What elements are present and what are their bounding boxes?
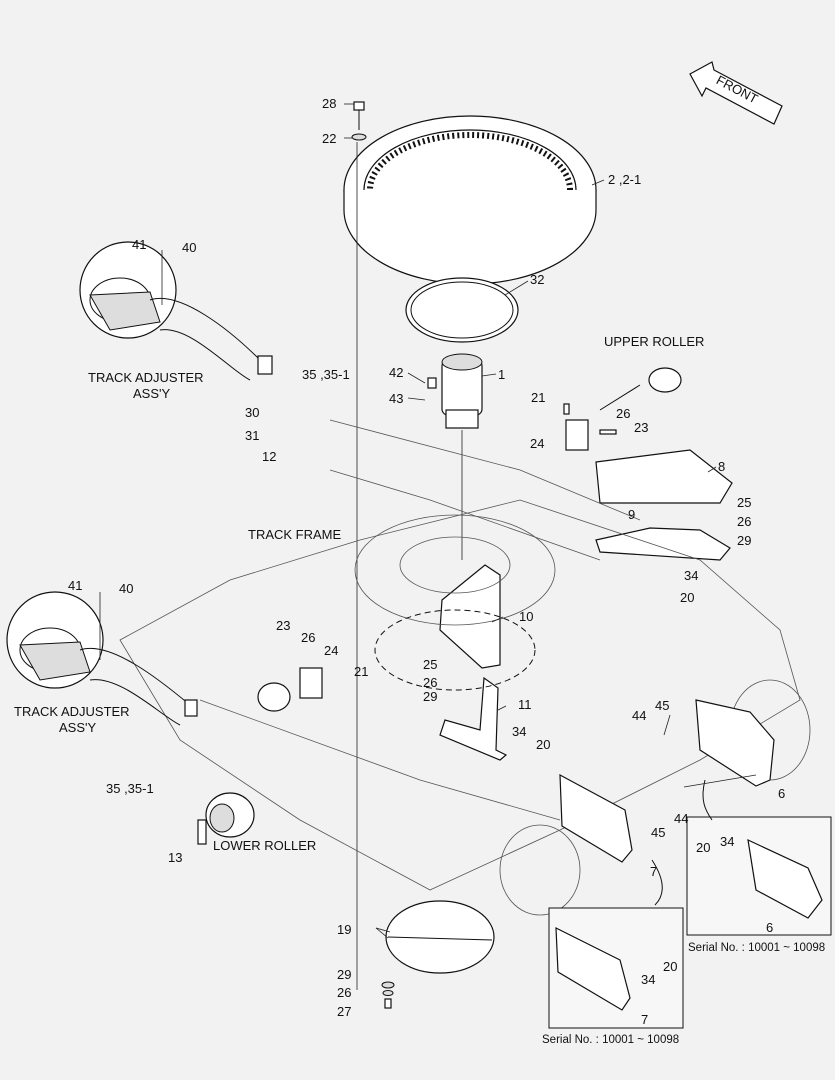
callout: 26	[423, 675, 437, 690]
callout: 24	[530, 436, 544, 451]
callout: 30	[245, 405, 259, 420]
idler-top	[79, 241, 273, 381]
caption-track-adjuster-top-assy: ASS'Y	[133, 386, 170, 401]
caption-lower-roller: LOWER ROLLER	[213, 838, 316, 853]
callout: 29	[737, 533, 751, 548]
upper-roller	[563, 367, 682, 451]
callout: 7	[641, 1012, 648, 1027]
bracket-9	[595, 527, 731, 561]
inset-right: Serial No. : 10001 ~ 10098	[686, 816, 832, 954]
callout: 29	[337, 967, 351, 982]
callout: 12	[262, 449, 276, 464]
inset-bottom: Serial No. : 10001 ~ 10098	[542, 907, 684, 1046]
callout: 26	[301, 630, 315, 645]
serial-label-bottom: Serial No. : 10001 ~ 10098	[542, 1034, 679, 1046]
callout: 21	[354, 664, 368, 679]
callout: 21	[531, 390, 545, 405]
callout: 35 ,35-1	[106, 781, 154, 796]
cover-6	[695, 699, 775, 787]
callout: 43	[389, 391, 403, 406]
cover-10	[439, 564, 501, 669]
caption-upper-roller: UPPER ROLLER	[604, 334, 704, 349]
callout: 44	[674, 811, 688, 826]
caption-track-adjuster-bottom: TRACK ADJUSTER	[14, 704, 130, 719]
callout: 10	[519, 609, 533, 624]
center-joint	[427, 353, 483, 560]
callout: 34	[641, 972, 655, 987]
callout: 40	[182, 240, 196, 255]
callout: 40	[119, 581, 133, 596]
callout: 9	[628, 507, 635, 522]
seal-ring	[405, 277, 519, 343]
callout: 35 ,35-1	[302, 367, 350, 382]
callout: 26	[616, 406, 630, 421]
callout: 42	[389, 365, 403, 380]
callout: 20	[696, 840, 710, 855]
callout: 13	[168, 850, 182, 865]
callout: 26	[337, 985, 351, 1000]
callout: 8	[718, 459, 725, 474]
callout: 6	[766, 920, 773, 935]
callout: 1	[498, 367, 505, 382]
caption-track-adjuster-bottom-assy: ASS'Y	[59, 720, 96, 735]
callout: 34	[512, 724, 526, 739]
callout: 45	[651, 825, 665, 840]
callout: 25	[423, 657, 437, 672]
callout: 26	[737, 514, 751, 529]
callout: 25	[737, 495, 751, 510]
callout: 44	[632, 708, 646, 723]
callout: 6	[778, 786, 785, 801]
callout: 20	[536, 737, 550, 752]
callout: 20	[663, 959, 677, 974]
cover-19	[385, 900, 495, 974]
cover-8	[595, 449, 733, 504]
callout: 31	[245, 428, 259, 443]
callout: 41	[68, 578, 82, 593]
upper-roller-bracket	[257, 667, 323, 712]
lower-roller	[197, 792, 255, 845]
callout: 23	[634, 420, 648, 435]
callout: 29	[423, 689, 437, 704]
track-frame	[119, 419, 811, 916]
caption-track-adjuster-top: TRACK ADJUSTER	[88, 370, 204, 385]
callout: 34	[684, 568, 698, 583]
idler-bottom	[6, 591, 198, 726]
callout: 45	[655, 698, 669, 713]
bracket-11	[439, 676, 508, 761]
callout: 11	[518, 697, 532, 712]
callout: 2 ,2-1	[608, 172, 641, 187]
callout: 19	[337, 922, 351, 937]
callout: 32	[530, 272, 544, 287]
swing-bearing	[343, 115, 597, 285]
callout: 23	[276, 618, 290, 633]
cover-7	[559, 773, 633, 863]
dashed-outline	[374, 609, 536, 691]
callout: 20	[680, 590, 694, 605]
callout: 7	[650, 864, 657, 879]
bolt-28	[351, 101, 367, 990]
caption-track-frame: TRACK FRAME	[248, 527, 342, 542]
callout: 34	[720, 834, 734, 849]
callout: 27	[337, 1004, 351, 1019]
callout: 28	[322, 96, 336, 111]
callout: 24	[324, 643, 338, 658]
callout: 41	[132, 237, 146, 252]
serial-label-right: Serial No. : 10001 ~ 10098	[688, 942, 825, 954]
callout: 22	[322, 131, 336, 146]
